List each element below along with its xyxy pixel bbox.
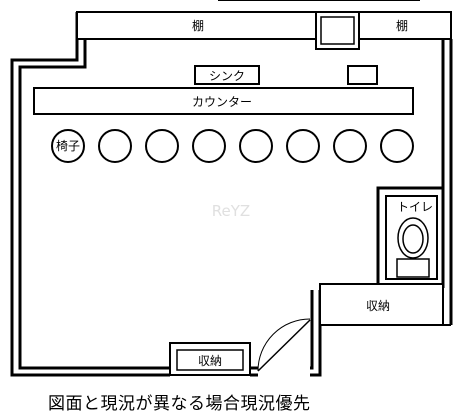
watermark: ReYZ — [212, 202, 250, 220]
shelf-right: 棚 — [358, 11, 452, 40]
chairs: 椅子 — [51, 129, 414, 163]
disclaimer-note: 図面と現況が異なる場合現況優先 — [48, 394, 311, 414]
chair-label: 椅子 — [56, 139, 80, 153]
chair — [145, 129, 179, 163]
sink-label: シンク — [209, 69, 245, 83]
chair — [192, 129, 226, 163]
counter: カウンター — [33, 87, 414, 115]
storage-right-label: 収納 — [366, 299, 390, 313]
shelf-left-label: 棚 — [192, 18, 204, 33]
chair — [239, 129, 273, 163]
chair — [51, 129, 85, 163]
shelf-left: 棚 — [76, 11, 317, 40]
counter-label: カウンター — [192, 95, 252, 109]
storage-bottom-label: 収納 — [198, 354, 222, 368]
toilet-fixture — [396, 217, 430, 278]
toilet-label: トイレ — [397, 200, 433, 214]
storage-bottom: 収納 — [169, 342, 251, 376]
chair — [380, 129, 414, 163]
chair — [333, 129, 367, 163]
entrance-door — [257, 318, 311, 372]
shelf-right-label: 棚 — [396, 18, 408, 33]
storage-right: 収納 — [319, 283, 444, 326]
column — [315, 11, 360, 50]
sink: シンク — [194, 65, 260, 85]
chair — [98, 129, 132, 163]
chair — [286, 129, 320, 163]
small-appliance — [347, 65, 378, 85]
